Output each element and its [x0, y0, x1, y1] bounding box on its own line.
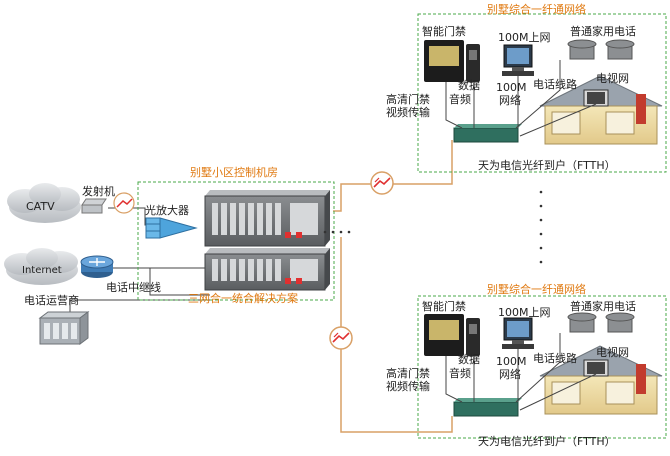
- label-network: 网络: [499, 94, 521, 107]
- label-100m-2: 100M: [496, 355, 527, 368]
- label-telephone: 普通家用电话: [570, 25, 636, 38]
- control-room-box: [137, 181, 335, 301]
- label-internet: Internet: [22, 265, 62, 276]
- label-ftth-bottom: 天为电信光纤到户（FTTH）: [478, 435, 616, 448]
- fiber-icon-catv: [113, 192, 135, 214]
- label-network-2: 网络: [499, 368, 521, 381]
- label-ftth-top: 天为电信光纤到户（FTTH）: [478, 159, 616, 172]
- label-100m: 100M: [496, 81, 527, 94]
- amplifier-icon: [145, 217, 198, 239]
- label-data-2: 数据: [458, 353, 480, 366]
- fiber-icon-bottom: [329, 326, 353, 350]
- cloud-catv: [7, 183, 81, 223]
- telco-building-icon: [38, 311, 90, 345]
- villa-top: [417, 13, 667, 173]
- cloud-internet: [4, 248, 78, 285]
- label-phone-line: 电话线路: [533, 78, 577, 91]
- control-room-title: 别墅小区控制机房: [190, 166, 278, 179]
- label-relay: 电话中继线: [106, 281, 161, 294]
- ellipsis-dots-horizontal: [323, 230, 351, 234]
- label-phone-line-2: 电话线路: [533, 352, 577, 365]
- label-hd-access-2: 视频传输: [386, 106, 430, 119]
- label-data: 数据: [458, 79, 480, 92]
- label-solution: 三网合一统合解决方案: [188, 292, 298, 305]
- label-catv: CATV: [26, 200, 55, 213]
- villa-bottom: [417, 295, 667, 439]
- label-tv-network-2: 电视网: [596, 346, 629, 359]
- label-smart-access: 智能门禁: [422, 25, 466, 38]
- label-hd-access-2-b: 视频传输: [386, 380, 430, 393]
- label-internet-100m: 100M上网: [498, 31, 551, 44]
- label-hd-access-1: 高清门禁: [386, 93, 430, 106]
- label-transmitter: 发射机: [82, 185, 115, 198]
- label-amplifier: 光放大器: [145, 204, 189, 217]
- label-hd-access-1-b: 高清门禁: [386, 367, 430, 380]
- transmitter-icon: [81, 198, 107, 214]
- ellipsis-dots-vertical: [539, 190, 543, 264]
- label-audio-2: 音频: [449, 367, 471, 380]
- label-telephone-2: 普通家用电话: [570, 300, 636, 313]
- router-icon: [80, 255, 114, 278]
- rack-top: [204, 190, 330, 247]
- villa-title-top: 别墅综合一纤通网络: [487, 3, 586, 16]
- rack-bottom: [204, 248, 330, 291]
- label-internet-100m-2: 100M上网: [498, 306, 551, 319]
- label-telco: 电话运营商: [24, 294, 79, 307]
- label-audio: 音频: [449, 93, 471, 106]
- fiber-icon-top: [370, 171, 394, 195]
- label-tv-network: 电视网: [596, 72, 629, 85]
- label-smart-access-2: 智能门禁: [422, 300, 466, 313]
- villa-title-bottom: 别墅综合一纤通网络: [487, 283, 586, 296]
